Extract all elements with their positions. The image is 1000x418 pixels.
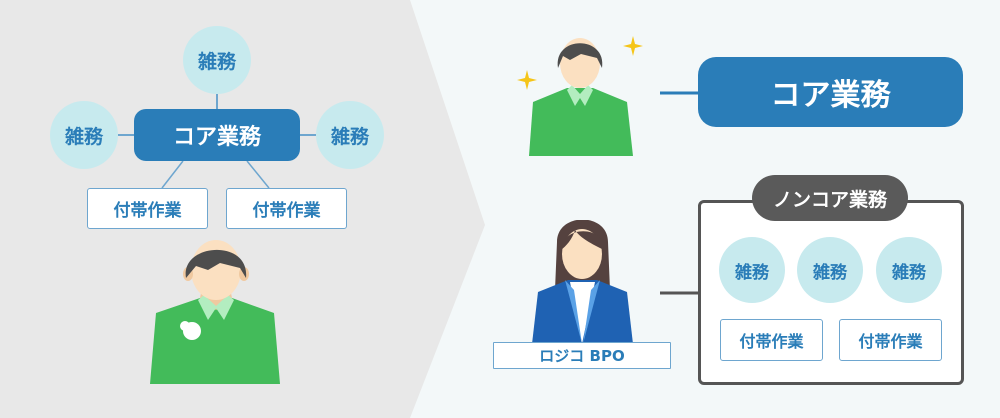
incidental-task-box: 付帯作業 xyxy=(87,188,208,229)
misc-task-circle: 雑務 xyxy=(876,237,942,303)
core-task-box: コア業務 xyxy=(698,57,963,127)
misc-task-circle: 雑務 xyxy=(316,101,384,169)
misc-task-circle: 雑務 xyxy=(50,101,118,169)
incidental-task-box: 付帯作業 xyxy=(226,188,347,229)
happy-man-illustration xyxy=(517,36,643,156)
incidental-task-box: 付帯作業 xyxy=(720,319,823,361)
misc-task-circle: 雑務 xyxy=(797,237,863,303)
misc-task-circle: 雑務 xyxy=(183,26,251,94)
bpo-staff-woman-illustration xyxy=(532,220,633,344)
core-task-box: コア業務 xyxy=(134,109,300,161)
busy-man-illustration xyxy=(150,240,280,384)
incidental-task-box: 付帯作業 xyxy=(839,319,942,361)
misc-task-circle: 雑務 xyxy=(719,237,785,303)
bpo-label: ロジコ BPO xyxy=(493,342,671,369)
noncore-title-pill: ノンコア業務 xyxy=(752,175,908,221)
